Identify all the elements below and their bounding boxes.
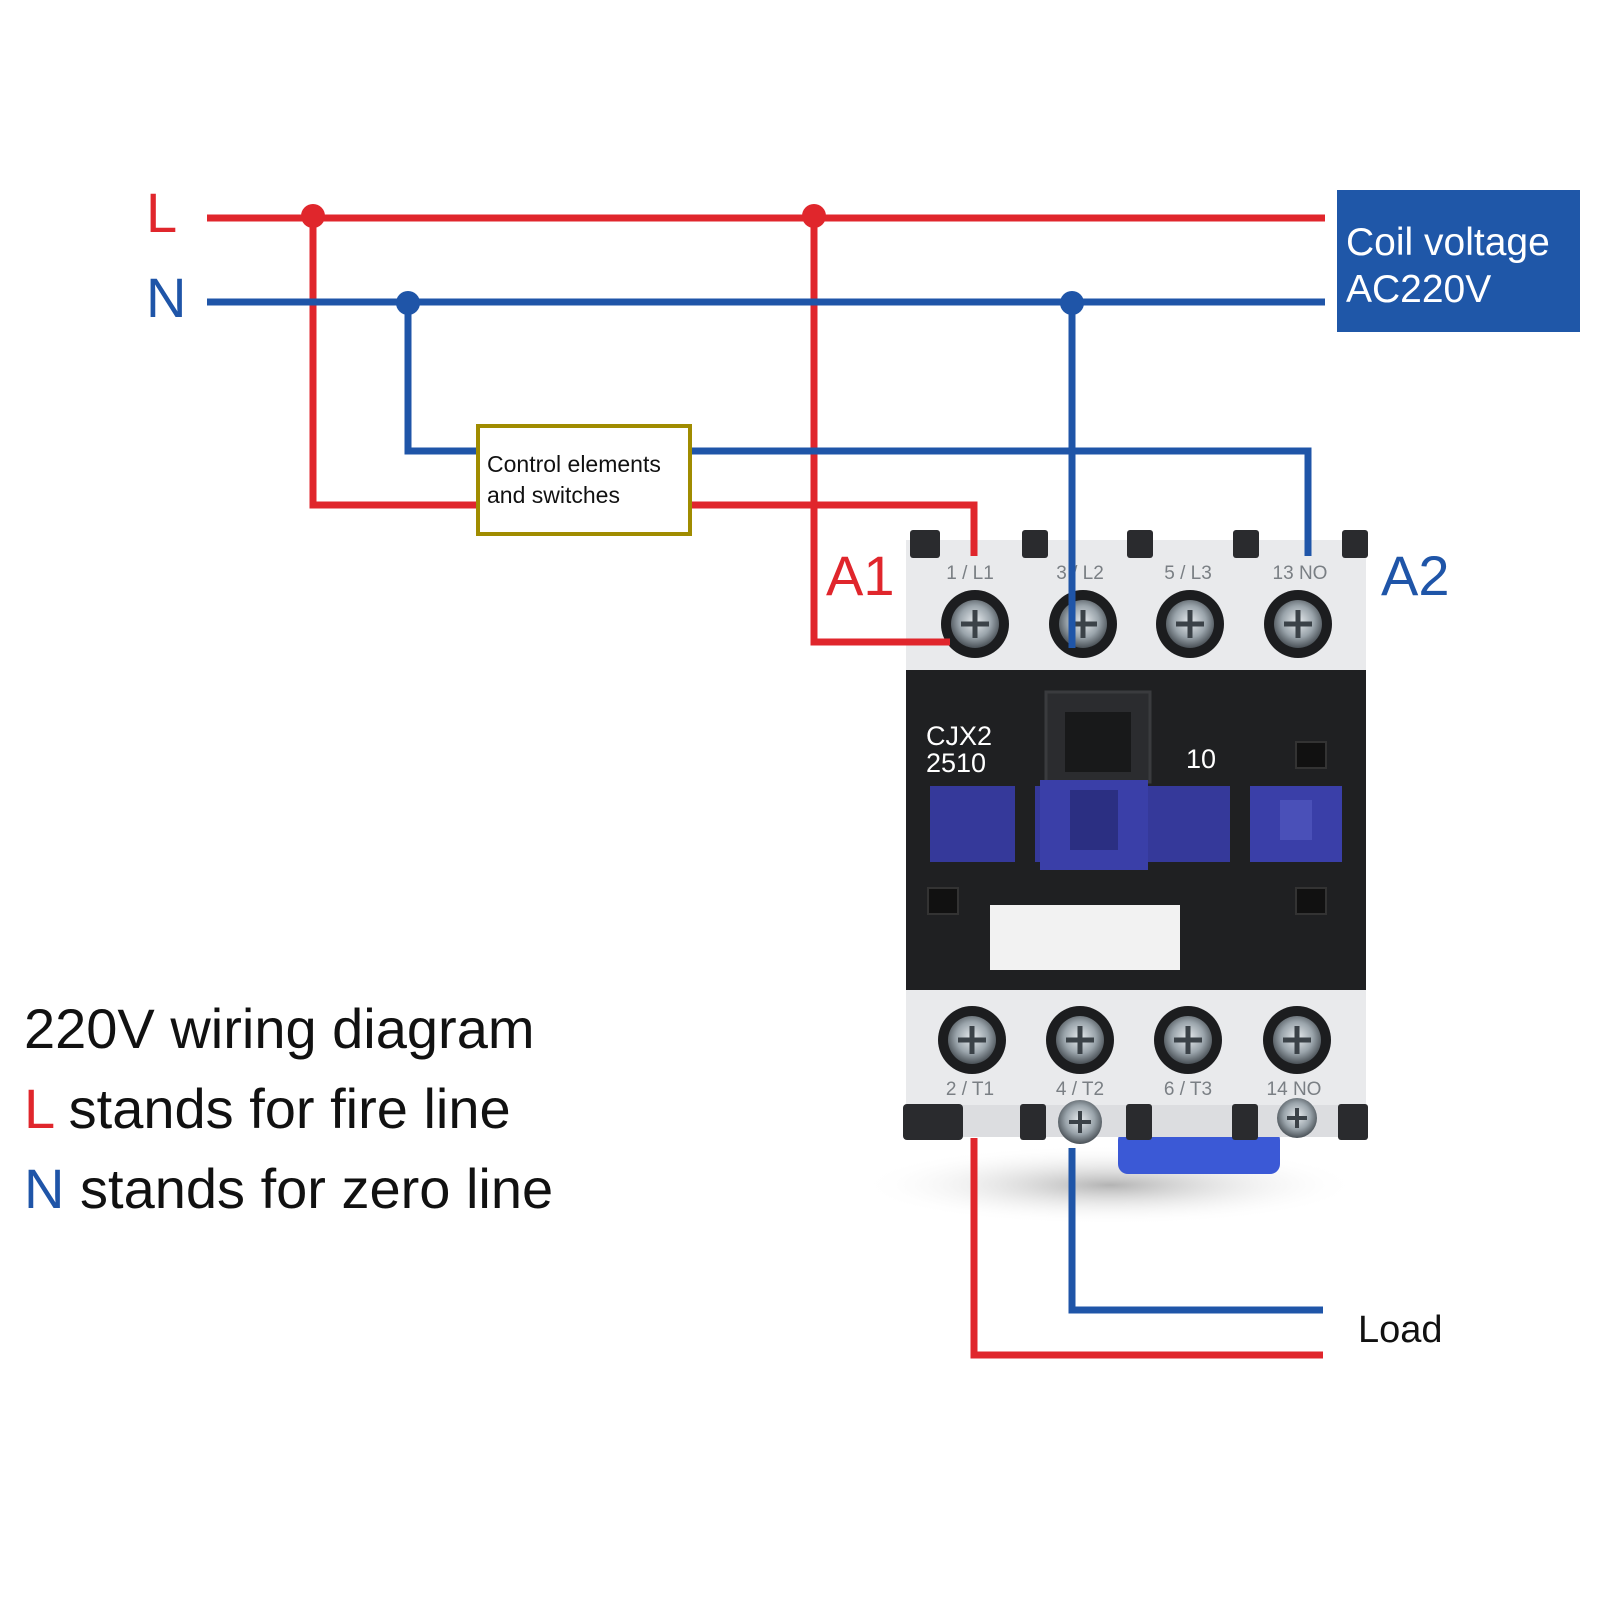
screw-icon	[941, 590, 1009, 658]
top-screws	[941, 590, 1332, 658]
legend-title: 220V wiring diagram	[24, 997, 534, 1060]
aux-screw-icon	[1058, 1100, 1102, 1144]
aux-code: 10	[1186, 744, 1216, 774]
screw-icon	[1156, 590, 1224, 658]
control-box-line2: and switches	[487, 482, 620, 508]
control-to-a1	[690, 501, 978, 556]
junction-dot	[396, 291, 420, 315]
legend-live-text: stands for fire line	[53, 1077, 511, 1140]
neutral-rail-label: N	[146, 266, 186, 329]
top-tabs	[910, 530, 1368, 558]
corner-mark-right	[1295, 887, 1327, 915]
corner-mark-left	[927, 887, 959, 915]
load-live	[970, 1138, 1323, 1359]
terminal-label-13no: 13 NO	[1273, 563, 1328, 584]
terminal-label-l1: 1 / L1	[946, 563, 994, 584]
screw-icon	[1263, 1006, 1331, 1074]
neutral-to-control	[404, 302, 478, 455]
terminal-label-t1: 2 / T1	[946, 1079, 994, 1100]
legend-live: L stands for fire line	[24, 1077, 511, 1140]
armature-slider	[930, 780, 1342, 870]
coil-voltage-box: Coil voltage AC220V	[1337, 190, 1580, 332]
screw-icon	[1154, 1006, 1222, 1074]
label-plate	[990, 905, 1180, 970]
terminal-label-t3: 6 / T3	[1164, 1079, 1212, 1100]
terminal-label-t2: 4 / T2	[1056, 1079, 1104, 1100]
bottom-screws	[938, 1006, 1331, 1144]
legend: 220V wiring diagram L stands for fire li…	[24, 997, 553, 1220]
control-box-line1: Control elements	[487, 451, 661, 477]
coil-terminal-a2: A2	[1381, 544, 1450, 607]
coil-voltage-line1: Coil voltage	[1346, 221, 1550, 264]
legend-neutral-letter: N	[24, 1157, 64, 1220]
junction-dot	[1060, 291, 1084, 315]
live-rail-label: L	[146, 181, 177, 244]
model-number: 2510	[926, 748, 986, 778]
screw-icon	[1046, 1006, 1114, 1074]
live-to-l1	[810, 218, 950, 646]
terminal-label-l3: 5 / L3	[1164, 563, 1212, 584]
legend-neutral: N stands for zero line	[24, 1157, 553, 1220]
coil-terminal-a1: A1	[826, 544, 895, 607]
screw-icon	[1264, 590, 1332, 658]
coil-voltage-line2: AC220V	[1346, 268, 1491, 311]
junction-dot	[301, 204, 325, 228]
bottom-tabs	[903, 1104, 1368, 1140]
load-label: Load	[1358, 1309, 1443, 1351]
aux-screw-icon	[1277, 1098, 1317, 1138]
control-to-a2	[690, 447, 1312, 556]
control-elements-box: Control elements and switches	[476, 424, 692, 536]
terminal-label-l2: 3 / L2	[1056, 563, 1104, 584]
contactor: 1 / L1 3 / L2 5 / L3 13 NO 2 / T1 4 / T2…	[860, 530, 1368, 1225]
corner-mark-top	[1295, 741, 1327, 769]
screw-icon	[1049, 590, 1117, 658]
terminal-label-14no: 14 NO	[1267, 1079, 1322, 1100]
junctions	[301, 204, 1084, 315]
din-clip	[1118, 1130, 1280, 1174]
legend-neutral-text: stands for zero line	[64, 1157, 553, 1220]
screw-icon	[938, 1006, 1006, 1074]
contactor-shadow	[860, 1145, 1360, 1225]
model-label: CJX2	[926, 721, 992, 751]
junction-dot	[802, 204, 826, 228]
legend-live-letter: L	[24, 1077, 54, 1140]
wires	[207, 214, 1325, 1359]
live-to-control	[309, 218, 478, 509]
load-neutral	[1068, 1148, 1323, 1314]
